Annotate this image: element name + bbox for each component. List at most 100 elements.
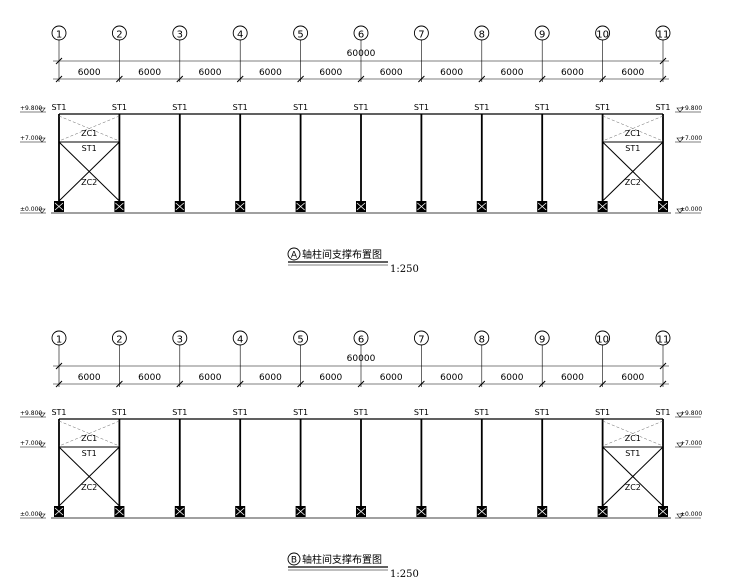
lower-brace	[602, 446, 664, 507]
grid-label: 9	[539, 30, 545, 41]
beam-label: ST1	[535, 103, 550, 112]
beam-label: ST1	[414, 103, 429, 112]
column-base-hatch	[477, 507, 487, 516]
elevation-triangle-left	[38, 513, 46, 519]
grid-label: 5	[297, 335, 303, 346]
total-dimension: 60000	[347, 49, 376, 59]
dimension-tick	[418, 380, 425, 388]
lower-brace	[58, 141, 120, 202]
grid-label: 10	[596, 335, 609, 346]
beam-label: ST1	[293, 103, 308, 112]
dimension-tick	[236, 75, 244, 83]
beam-label: ST1	[474, 408, 489, 417]
bay-dimension: 6000	[78, 373, 101, 383]
strut-label: ST1	[82, 144, 97, 153]
dimension-tick	[659, 57, 667, 65]
grid-label: 3	[177, 30, 183, 41]
dimension-tick	[55, 75, 63, 83]
grid-label: 11	[657, 335, 670, 346]
brace-label-zc1: ZC1	[81, 434, 97, 443]
grid-label: 7	[418, 335, 424, 346]
beam-label: ST1	[51, 408, 66, 417]
bay-dimension: 6000	[319, 373, 342, 383]
elevation-label-left: +9.800	[20, 105, 42, 112]
elevation-label-right: ±0.000	[680, 206, 702, 213]
drawing-title: 轴柱间支撑布置图	[302, 248, 382, 261]
bay-dimension: 6000	[259, 68, 282, 78]
dimension-tick	[599, 380, 606, 388]
dimension-tick	[538, 380, 546, 388]
bay-dimension: 6000	[501, 373, 524, 383]
grid-label: 8	[479, 30, 485, 41]
dimension-tick	[297, 380, 304, 388]
beam-label: ST1	[353, 408, 368, 417]
elevation-triangle-right	[676, 107, 684, 113]
elevation-triangle-right	[676, 137, 684, 143]
beam-label: ST1	[655, 103, 670, 112]
elevation-triangle-left	[38, 107, 46, 113]
column-base-hatch	[115, 202, 124, 211]
upper-brace	[58, 420, 120, 447]
bay-dimension: 6000	[440, 68, 463, 78]
grid-label: 9	[539, 335, 545, 346]
column-base-hatch	[175, 507, 185, 516]
upper-brace	[602, 115, 664, 142]
strut-label: ST1	[625, 144, 640, 153]
bay-dimension: 6000	[380, 68, 403, 78]
dimension-tick	[357, 75, 365, 83]
column-base-hatch	[54, 507, 64, 516]
beam-label: ST1	[595, 408, 610, 417]
column-base-hatch	[296, 507, 305, 516]
grid-label: 1	[56, 335, 62, 346]
dimension-tick	[236, 380, 244, 388]
elevation-triangle-right	[676, 412, 684, 418]
bay-dimension: 6000	[199, 373, 222, 383]
axis-letter: A	[291, 251, 298, 261]
bay-dimension: 6000	[501, 68, 524, 78]
column-base-hatch	[417, 507, 426, 516]
grid-label: 4	[237, 335, 243, 346]
column-base-hatch	[477, 202, 487, 211]
brace-label-zc2: ZC2	[625, 178, 641, 187]
elevation-label-right: +7.000	[680, 440, 702, 447]
elevation-label-right: +7.000	[680, 135, 702, 142]
bay-dimension: 6000	[138, 373, 161, 383]
dimension-tick	[478, 75, 486, 83]
dimension-tick	[116, 380, 123, 388]
dimension-tick	[418, 75, 425, 83]
lower-brace	[58, 446, 120, 507]
scale-label: 1:250	[390, 569, 419, 580]
bay-dimension: 6000	[319, 68, 342, 78]
dimension-tick	[659, 380, 667, 388]
scale-label: 1:250	[390, 264, 419, 275]
axis-letter: B	[291, 556, 297, 566]
grid-label: 8	[479, 335, 485, 346]
elevation-label-left: ±0.000	[20, 206, 42, 213]
elevation-triangle-left	[38, 137, 46, 143]
beam-label: ST1	[112, 103, 127, 112]
column-base-hatch	[658, 202, 668, 211]
column-base-hatch	[598, 507, 607, 516]
grid-label: 4	[237, 30, 243, 41]
grid-label: 3	[177, 335, 183, 346]
elevation-label-right: +9.800	[680, 410, 702, 417]
dimension-tick	[357, 380, 365, 388]
beam-label: ST1	[474, 103, 489, 112]
column-base-hatch	[296, 202, 305, 211]
bay-dimension: 6000	[561, 373, 584, 383]
grid-label: 1	[56, 30, 62, 41]
elevation-label-right: +9.800	[680, 105, 702, 112]
grid-label: 5	[297, 30, 303, 41]
dimension-tick	[297, 75, 304, 83]
brace-label-zc1: ZC1	[625, 129, 641, 138]
grid-label: 2	[116, 335, 122, 346]
beam-label: ST1	[414, 408, 429, 417]
elevation-label-right: ±0.000	[680, 511, 702, 518]
column-base-hatch	[175, 202, 185, 211]
total-dimension: 60000	[347, 354, 376, 364]
grid-label: 10	[596, 30, 609, 41]
